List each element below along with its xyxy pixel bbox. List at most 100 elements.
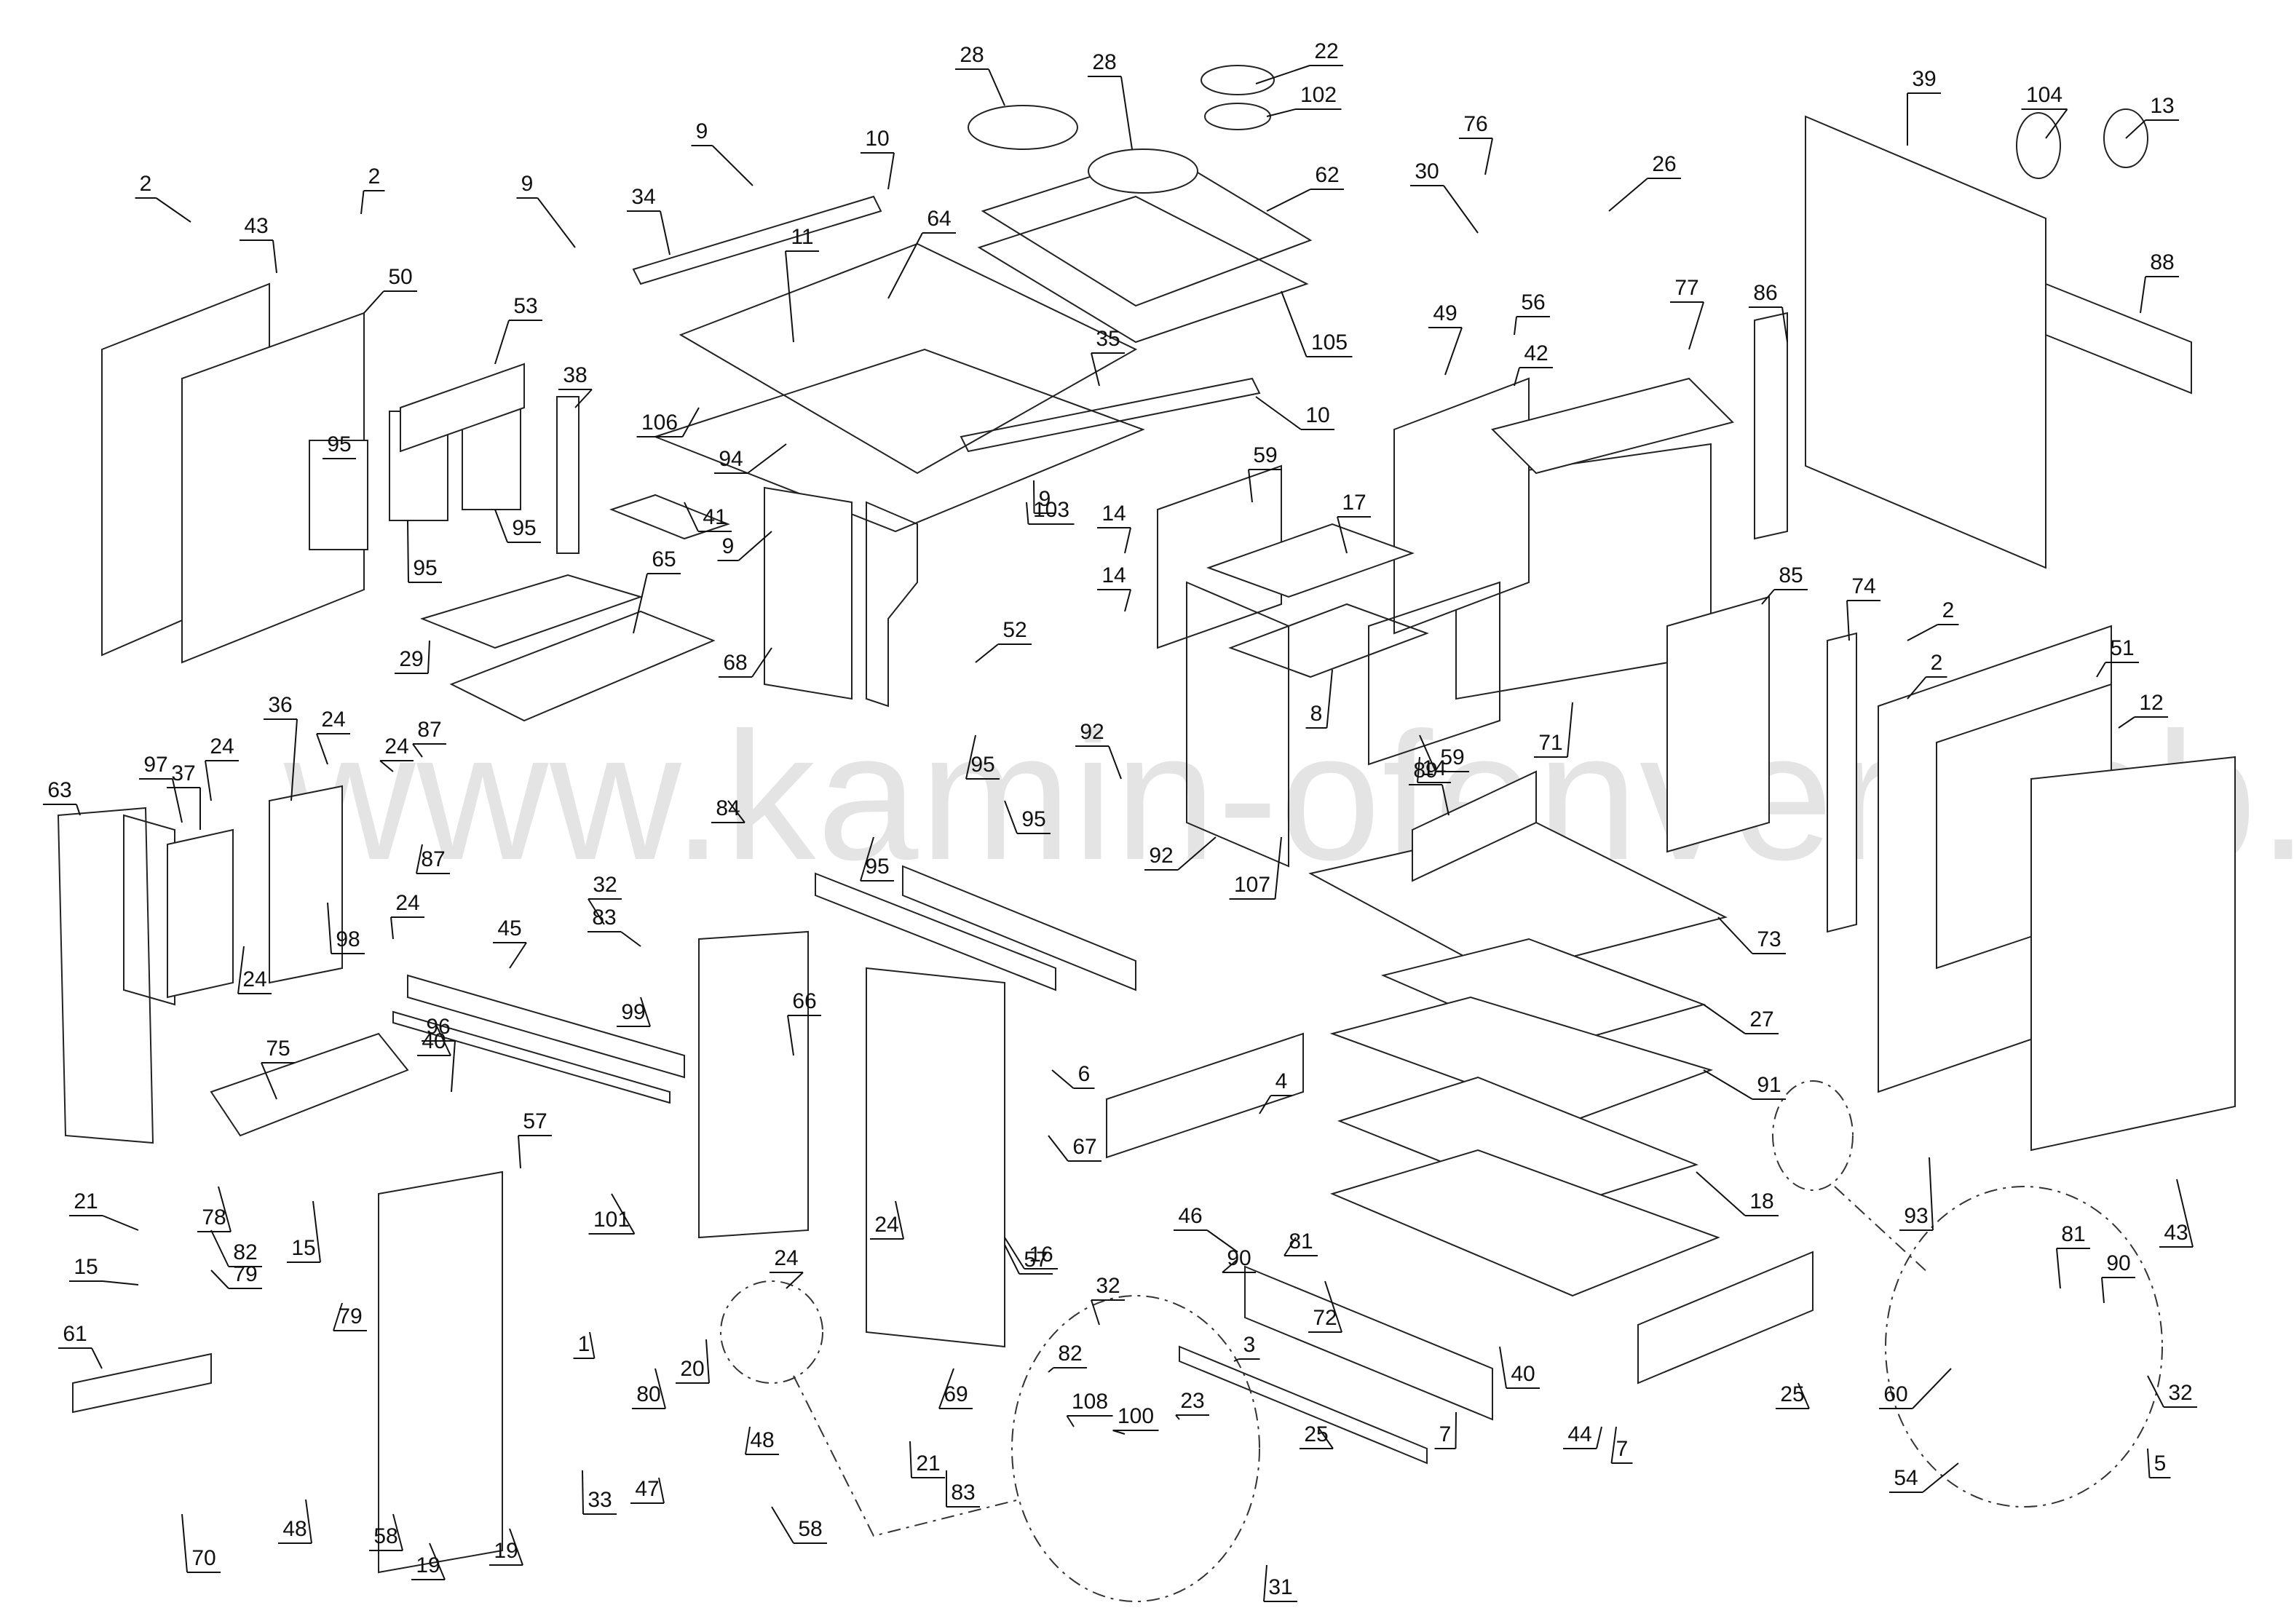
part-rack-59 <box>1157 464 1282 649</box>
callout-label: 20 <box>680 1357 704 1381</box>
callout-34: 34 <box>627 185 671 256</box>
leader-line <box>1567 702 1573 758</box>
callout-label: 9 <box>1039 487 1051 511</box>
callout-102: 102 <box>1266 83 1342 117</box>
callout-label: 31 <box>1268 1575 1292 1599</box>
part-bracket-53 <box>400 363 525 453</box>
callout-label: 19 <box>494 1539 518 1563</box>
callout-24: 24 <box>237 946 272 994</box>
leader-line <box>1026 502 1029 525</box>
leader-line <box>1222 1259 1238 1273</box>
callout-37: 37 <box>167 761 201 830</box>
leader-line <box>1417 756 1420 783</box>
callout-54: 54 <box>1889 1462 1959 1493</box>
callout-32: 32 <box>2147 1375 2197 1408</box>
callout-86: 86 <box>1749 281 1788 343</box>
leader-line <box>181 1513 188 1573</box>
callout-label: 75 <box>266 1037 290 1061</box>
detail-link-line <box>793 1375 1020 1537</box>
leader-line <box>509 1528 523 1566</box>
part-collar-22 <box>1201 65 1275 95</box>
leader-line <box>1912 1368 1952 1409</box>
callout-label: 28 <box>960 43 984 67</box>
callout-label: 106 <box>641 411 678 435</box>
leader-line <box>785 250 794 343</box>
callout-58: 58 <box>771 1506 827 1544</box>
callout-64: 64 <box>887 207 956 299</box>
callout-24: 24 <box>390 891 424 940</box>
callout-32: 32 <box>588 873 622 925</box>
callout-label: 10 <box>865 127 889 151</box>
callout-label: 92 <box>1080 720 1104 744</box>
callout-label: 84 <box>716 796 740 820</box>
leader-line <box>1419 734 1436 772</box>
part-rail-75 <box>902 865 1136 991</box>
callout-20: 20 <box>676 1339 710 1384</box>
callout-label: 16 <box>1029 1243 1053 1267</box>
callout-7: 7 <box>1434 1411 1457 1449</box>
part-grid-8 <box>1228 603 1429 678</box>
leader-line <box>1066 1415 1075 1427</box>
callout-label: 93 <box>1904 1204 1928 1228</box>
callout-label: 82 <box>233 1240 257 1264</box>
part-drawer-72 <box>1330 1149 1720 1297</box>
leader-line <box>975 643 999 663</box>
leader-line <box>1108 745 1122 780</box>
leader-line <box>1703 1069 1753 1100</box>
part-tray-17 <box>1206 523 1415 598</box>
detail-circle-latch-small <box>1772 1080 1854 1191</box>
callout-label: 70 <box>191 1546 215 1570</box>
callout-label: 51 <box>2110 636 2134 660</box>
part-door-70 <box>378 1171 503 1574</box>
leader-line <box>681 407 700 437</box>
leader-line <box>1206 1229 1238 1253</box>
callout-19: 19 <box>489 1528 523 1566</box>
callout-label: 78 <box>202 1205 226 1229</box>
callout-label: 2 <box>1931 651 1943 675</box>
callout-74: 74 <box>1846 574 1880 641</box>
leader-line <box>660 210 671 256</box>
leader-line <box>1120 76 1133 150</box>
callout-96: 96 <box>422 1015 456 1093</box>
callout-label: 91 <box>1757 1073 1781 1097</box>
callout-label: 2 <box>1942 598 1955 622</box>
callout-97: 97 <box>139 753 183 823</box>
part-door-63 <box>57 807 154 1144</box>
callout-label: 13 <box>2150 94 2174 118</box>
leader-line <box>427 640 430 674</box>
leader-line <box>509 942 527 969</box>
callout-label: 64 <box>927 207 951 231</box>
callout-67: 67 <box>1048 1135 1101 1162</box>
leader-line <box>887 232 923 299</box>
callout-label: 95 <box>327 432 351 456</box>
callout-24: 24 <box>205 734 239 801</box>
callout-30: 30 <box>1410 159 1479 234</box>
leader-line <box>1263 1564 1267 1602</box>
part-side-panel-43 <box>2030 756 2236 1152</box>
callout-label: 47 <box>635 1477 659 1501</box>
detail-link-line <box>1834 1186 1930 1275</box>
leader-line <box>620 931 641 947</box>
callout-32: 32 <box>1091 1274 1125 1326</box>
leader-line <box>1484 138 1493 175</box>
leader-line <box>633 573 648 634</box>
callout-label: 5 <box>2154 1451 2167 1476</box>
callout-77: 77 <box>1670 276 1704 350</box>
callout-label: 54 <box>1894 1466 1918 1490</box>
leader-line <box>1274 836 1282 900</box>
callout-label: 83 <box>592 906 616 930</box>
leader-line <box>451 1040 456 1093</box>
callout-6: 6 <box>1051 1062 1095 1089</box>
leader-line <box>1233 1358 1239 1362</box>
callout-label: 26 <box>1652 152 1676 176</box>
leader-line <box>588 898 605 925</box>
leader-line <box>1441 784 1449 816</box>
callout-3: 3 <box>1233 1333 1260 1362</box>
callout-9: 9 <box>691 119 754 186</box>
callout-101: 101 <box>588 1193 636 1235</box>
callout-91: 91 <box>1703 1069 1786 1100</box>
callout-1: 1 <box>573 1331 596 1359</box>
leader-line <box>1091 1299 1100 1326</box>
leader-line <box>737 531 772 561</box>
leader-line <box>771 1506 794 1544</box>
